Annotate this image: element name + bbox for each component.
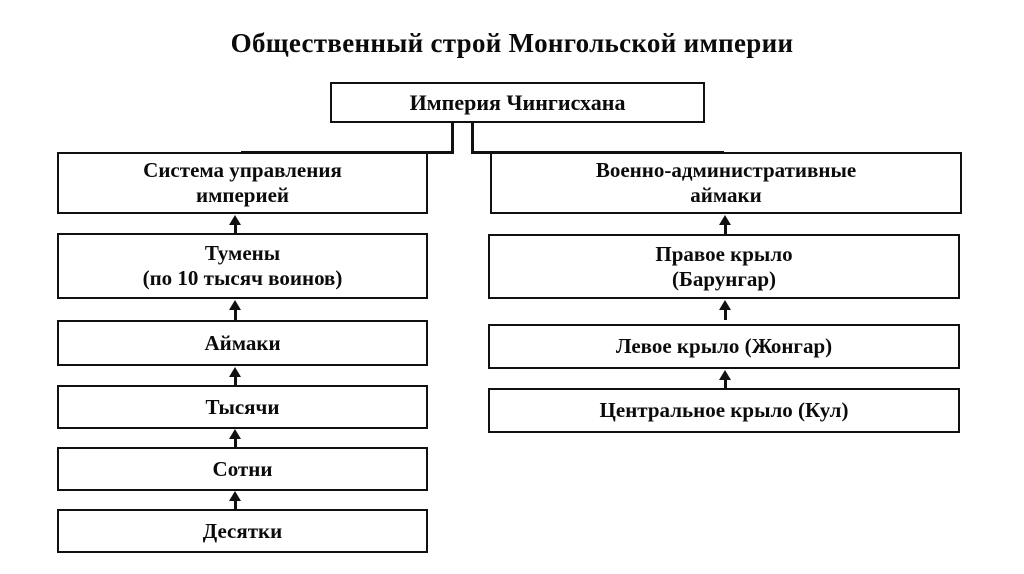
node-left-2-aimaki-label: Аймаки [204, 330, 281, 355]
node-right-3-central-wing: Центральное крыло (Кул) [488, 388, 960, 433]
arrow-head-icon [719, 215, 731, 225]
arrow-right-wing-to-head [717, 215, 733, 234]
arrow-left-wing-to-right-wing [717, 300, 733, 320]
arrow-stem [234, 222, 237, 234]
arrow-head-icon [229, 215, 241, 225]
node-left-3-tysyachi: Тысячи [57, 385, 428, 429]
node-left-2-aimaki: Аймаки [57, 320, 428, 366]
arrow-head-icon [229, 300, 241, 310]
arrow-stem [234, 307, 237, 320]
arrow-stem [724, 222, 727, 234]
node-right-2-left-wing-label: Левое крыло (Жонгар) [615, 334, 833, 358]
arrow-aimaki-to-tumeny [227, 300, 243, 320]
arrow-stem [234, 436, 237, 448]
page-title: Общественный строй Монгольской империи [230, 28, 794, 58]
arrow-central-wing-to-left-wing [717, 370, 733, 389]
node-left-4-sotni: Сотни [57, 447, 428, 491]
node-right-1-right-wing-label: Правое крыло (Барунгар) [655, 241, 793, 291]
node-left-3-tysyachi-label: Тысячи [205, 394, 280, 419]
connector-root-to-left-vertical [451, 121, 454, 154]
arrow-stem [724, 307, 727, 320]
arrow-desyatki-to-sotni [227, 491, 243, 510]
node-right-1-right-wing: Правое крыло (Барунгар) [488, 234, 960, 299]
node-root-empire: Империя Чингисхана [330, 82, 705, 123]
arrow-sotni-to-tysyachi [227, 429, 243, 448]
node-left-1-tumeny: Тумены (по 10 тысяч воинов) [57, 233, 428, 299]
arrow-tumeny-to-management [227, 215, 243, 234]
node-right-2-left-wing: Левое крыло (Жонгар) [488, 324, 960, 369]
node-left-1-tumeny-label: Тумены (по 10 тысяч воинов) [142, 241, 343, 290]
node-left-5-desyatki-label: Десятки [202, 518, 283, 543]
arrow-tysyachi-to-aimaki [227, 367, 243, 386]
arrow-head-icon [719, 300, 731, 310]
node-right-head-military-aimaks: Военно-административные аймаки [490, 152, 962, 214]
arrow-head-icon [229, 429, 241, 439]
arrow-head-icon [229, 367, 241, 377]
node-right-head-military-aimaks-label: Военно-административные аймаки [595, 158, 857, 207]
node-left-head-management-label: Система управления империей [143, 158, 342, 207]
node-left-5-desyatki: Десятки [57, 509, 428, 553]
arrow-head-icon [719, 370, 731, 380]
node-root-empire-label: Империя Чингисхана [409, 89, 626, 115]
arrow-stem [234, 498, 237, 510]
arrow-stem [724, 377, 727, 389]
connector-root-to-right-vertical [471, 121, 474, 154]
arrow-head-icon [229, 491, 241, 501]
node-left-4-sotni-label: Сотни [212, 456, 273, 481]
node-right-3-central-wing-label: Центральное крыло (Кул) [599, 398, 849, 422]
arrow-stem [234, 374, 237, 386]
node-left-head-management: Система управления империей [57, 152, 428, 214]
